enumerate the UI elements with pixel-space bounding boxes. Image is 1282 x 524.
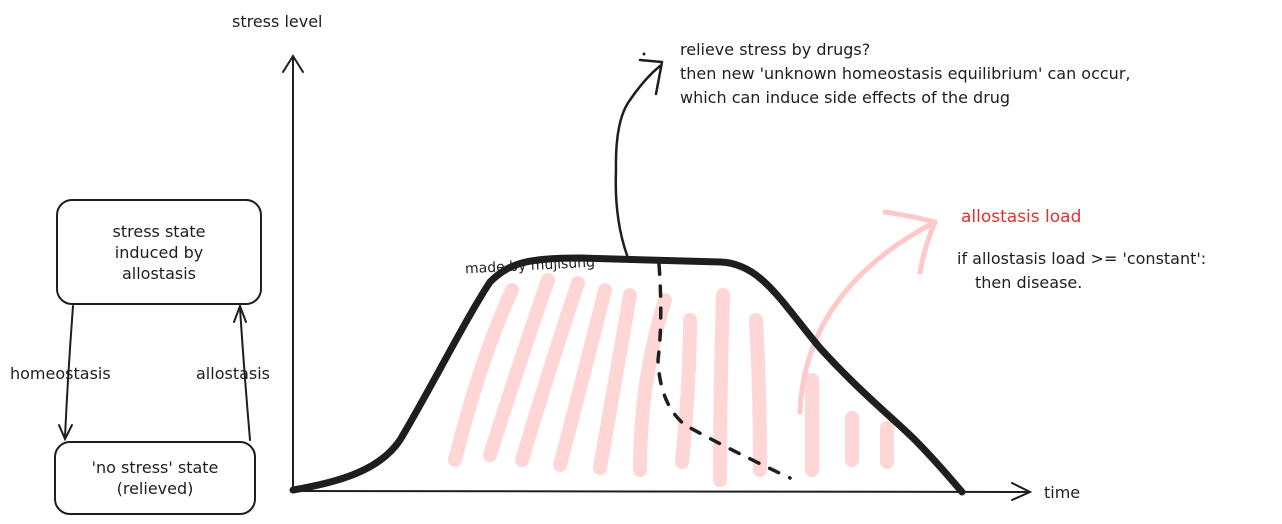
allostasis-load-arrow <box>797 209 938 415</box>
drug-note-line-2: then new 'unknown homeostasis equilibriu… <box>680 64 1131 83</box>
stress-state-line-1: stress state <box>112 221 206 241</box>
dashed-relief-line <box>656 262 792 480</box>
rule-line-2: then disease. <box>975 273 1083 292</box>
stress-state-line-3: allostasis <box>121 263 196 283</box>
drug-note: relieve stress by drugs? then new 'unkno… <box>680 38 1130 110</box>
drug-arrow <box>614 58 664 260</box>
rule-line-1: if allostasis load >= 'constant': <box>957 249 1207 268</box>
allostasis-label: allostasis <box>196 364 271 383</box>
homeostasis-label: homeostasis <box>10 364 111 383</box>
allostasis-load-hatching <box>448 273 894 487</box>
state-arrows <box>58 303 251 442</box>
drug-note-line-1: relieve stress by drugs? <box>680 40 871 59</box>
allostasis-arrow <box>239 307 251 441</box>
allostasis-load-rule: if allostasis load >= 'constant': then d… <box>957 247 1206 295</box>
stress-state-box: stress state induced by allostasis <box>56 199 262 305</box>
x-axis-label: time <box>1044 483 1081 502</box>
y-axis-arrowhead <box>282 54 304 73</box>
drug-note-line-3: which can induce side effects of the dru… <box>680 88 1011 107</box>
y-axis-label: stress level <box>232 12 323 31</box>
allostasis-load-title: allostasis load <box>961 207 1082 227</box>
stress-curve <box>289 254 966 496</box>
x-axis-arrowhead <box>1011 482 1033 501</box>
no-stress-line-2: (relieved) <box>116 479 194 498</box>
x-axis <box>292 490 1029 493</box>
no-stress-line-1: 'no stress' state <box>91 458 219 477</box>
axes <box>282 54 1033 501</box>
stress-state-line-2: induced by <box>114 242 204 262</box>
no-stress-state-box: 'no stress' state (relieved) <box>54 441 256 515</box>
homeostasis-arrow <box>64 305 74 438</box>
drug-arrow-dot <box>642 52 646 56</box>
